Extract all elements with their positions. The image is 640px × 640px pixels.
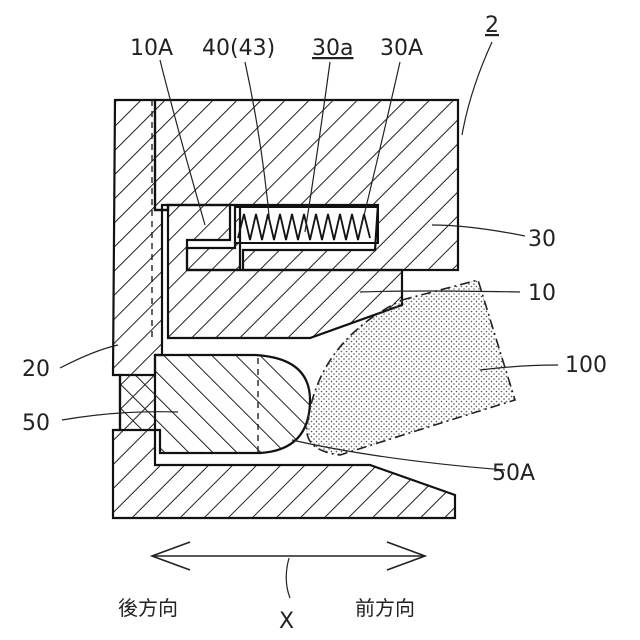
label-20: 20 bbox=[22, 357, 50, 382]
label-50A: 50A bbox=[492, 461, 535, 486]
label-2: 2 bbox=[485, 13, 499, 38]
label-40: 40(43) bbox=[202, 36, 275, 61]
label-10: 10 bbox=[528, 281, 556, 306]
label-10A: 10A bbox=[130, 36, 173, 61]
label-front-direction: 前方向 bbox=[355, 596, 415, 620]
block-30 bbox=[155, 100, 458, 270]
label-30: 30 bbox=[528, 227, 556, 252]
direction-arrow bbox=[152, 542, 425, 598]
leader-20 bbox=[60, 345, 118, 368]
label-30A: 30A bbox=[380, 36, 423, 61]
label-100: 100 bbox=[565, 353, 607, 378]
label-50: 50 bbox=[22, 411, 50, 436]
label-30a: 30a bbox=[312, 36, 353, 61]
label-rear-direction: 後方向 bbox=[118, 596, 178, 620]
leader-2 bbox=[462, 42, 492, 135]
spring-40 bbox=[238, 214, 370, 240]
label-axis-x: X bbox=[279, 609, 294, 634]
